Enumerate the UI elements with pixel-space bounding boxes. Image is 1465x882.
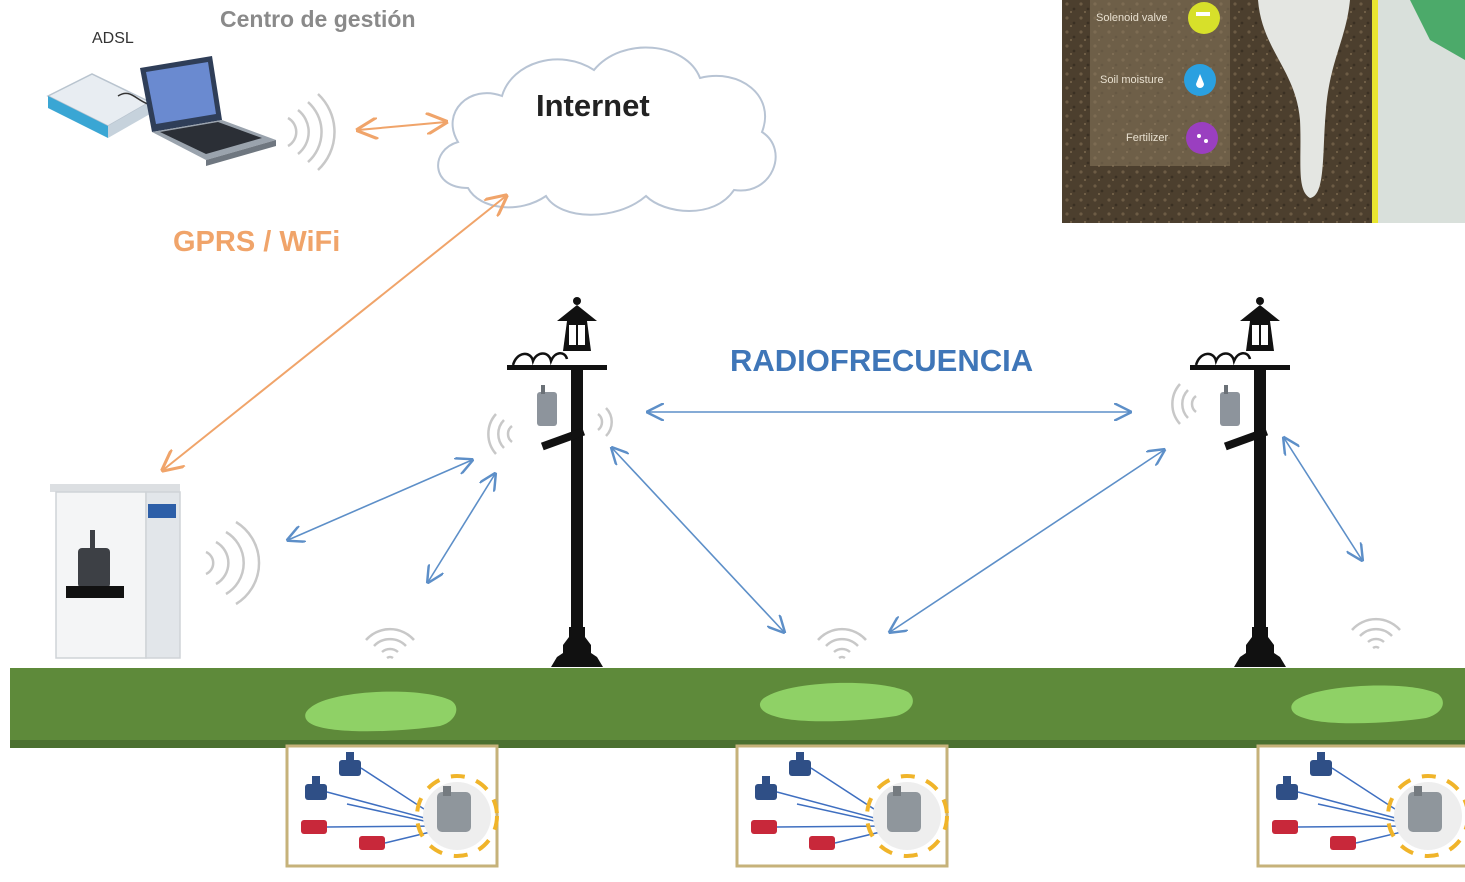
ground-strip [10,668,1465,748]
adsl-modem-icon [46,73,152,138]
street-lamp-right [1188,295,1292,669]
sensor-wifi-icon [816,627,868,660]
internet-link-arrow [358,122,446,130]
solenoid-valve-label: Solenoid valve [1096,12,1168,24]
sensor-wifi-icon [1350,617,1402,650]
ground-sensor-pad [759,682,913,722]
gprs-wifi-link-arrow [163,196,506,470]
solenoid-valve-icon [1188,2,1220,34]
adsl-label: ADSL [92,30,134,47]
internet-label: Internet [536,88,650,123]
gateway-cabinet-icon [50,484,181,659]
lamp-wifi-icon [487,383,1197,455]
soil-moisture-label: Soil moisture [1100,74,1164,86]
sensor-wifi-icon [364,627,416,660]
ground-sensor-pad [1291,685,1443,724]
gprs-wifi-label: GPRS / WiFi [173,226,341,258]
radiofrecuencia-links [288,412,1362,632]
valve-controller-box [285,744,499,868]
fertilizer-label: Fertilizer [1126,132,1169,144]
fertilizer-icon [1186,122,1218,154]
laptop-icon [140,56,276,166]
centro-de-gestion-label: Centro de gestión [220,6,416,32]
ground-sensor-pad [305,691,457,732]
valve-controller-box [1256,744,1465,868]
laptop-wifi-icon [287,93,336,171]
internet-cloud [437,46,777,216]
street-lamp-left [505,295,609,669]
valve-controller-box [735,744,949,868]
gateway-wifi-icon [205,520,261,606]
radiofrecuencia-label: RADIOFRECUENCIA [730,343,1034,378]
sensor-inset-photo [1062,0,1465,223]
